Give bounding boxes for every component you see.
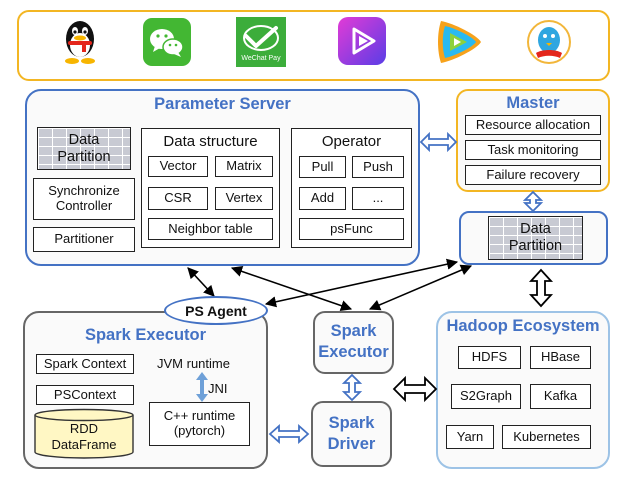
op-add: Add <box>299 187 346 210</box>
ps-data-partition: Data Partition <box>37 127 131 170</box>
wechat-pay-icon: WeChat Pay <box>236 17 286 67</box>
ds-csr: CSR <box>148 187 208 210</box>
wechat-icon <box>143 18 191 66</box>
hbase-box: HBase <box>530 346 591 369</box>
synchronize-controller-box: Synchronize Controller <box>33 178 135 220</box>
rdd-label: RDD <box>69 421 99 436</box>
failure-recovery-box: Failure recovery <box>465 165 601 185</box>
rdd-dataframe-cylinder <box>34 408 134 459</box>
executor-driver-arrow <box>341 373 363 402</box>
spark-executor-mid-line2: Executor <box>318 342 389 361</box>
cpp-runtime-line1: C++ runtime <box>163 408 236 424</box>
cpp-runtime-box: C++ runtime (pytorch) <box>149 402 250 446</box>
ps-master-arrow <box>419 131 458 153</box>
op-psfunc: psFunc <box>299 218 404 240</box>
wechat-pay-label: WeChat Pay <box>241 55 281 62</box>
right-data-partition-line2: Partition <box>508 238 563 254</box>
jni-arrow-head-top <box>196 372 208 380</box>
spark-executor-mid-region <box>313 311 394 374</box>
spark-driver-region <box>311 401 392 467</box>
ps-data-partition-line2: Partition <box>57 148 111 165</box>
task-monitoring-box: Task monitoring <box>465 140 601 160</box>
op-ellipsis: ... <box>352 187 404 210</box>
cpp-runtime-line2: (pytorch) <box>173 423 226 438</box>
qq-penguin-icon <box>65 21 95 64</box>
right-data-partition: Data Partition <box>488 216 583 260</box>
conn-ps-psagent <box>187 267 215 297</box>
conn-datapartition-psagent <box>264 258 459 308</box>
ps-agent-label: PS Agent <box>185 302 247 319</box>
op-push: Push <box>352 156 404 178</box>
ds-matrix: Matrix <box>215 156 273 177</box>
qq-bird-icon <box>527 20 571 64</box>
ps-data-partition-line1: Data <box>68 131 100 148</box>
executor-hadoop-arrow <box>392 375 438 403</box>
spark-executor-mid-line1: Spark <box>330 322 377 340</box>
parameter-server-title: Parameter Server <box>154 95 291 113</box>
ds-vector: Vector <box>148 156 208 177</box>
jni-arrow-head-bottom <box>196 394 208 402</box>
synchronize-controller-line2: Controller <box>55 198 113 213</box>
spark-executor-mid-label: Spark Executor <box>313 321 394 362</box>
master-title: Master <box>506 94 560 112</box>
driver-executor-left-arrow <box>268 423 310 445</box>
ds-neighbor-table: Neighbor table <box>148 218 273 240</box>
jni-label: JNI <box>208 381 228 396</box>
resource-allocation-box: Resource allocation <box>465 115 601 135</box>
tencent-video-icon <box>438 21 481 63</box>
spark-driver-label: Spark Driver <box>311 413 392 454</box>
yarn-box: Yarn <box>446 425 494 449</box>
ps-agent: PS Agent <box>164 296 268 325</box>
s2graph-box: S2Graph <box>451 384 521 409</box>
spark-driver-line1: Spark <box>328 414 375 432</box>
conn-datapartition-sparkexec <box>368 264 473 311</box>
datapartition-hadoop-arrow <box>528 268 554 308</box>
spark-context-box: Spark Context <box>36 354 134 374</box>
dataframe-label: DataFrame <box>51 436 117 452</box>
synchronize-controller-line1: Synchronize <box>48 183 120 199</box>
kafka-box: Kafka <box>530 384 591 409</box>
operator-title: Operator <box>321 133 382 150</box>
apps-bar <box>17 10 610 81</box>
master-datapartition-arrow <box>522 190 544 213</box>
spark-executor-title: Spark Executor <box>84 326 207 344</box>
hdfs-box: HDFS <box>458 346 521 369</box>
ds-vertex: Vertex <box>215 187 273 210</box>
right-data-partition-line1: Data <box>520 221 551 238</box>
pscontext-box: PSContext <box>36 385 134 405</box>
partitioner-box: Partitioner <box>33 227 135 252</box>
hadoop-ecosystem-title: Hadoop Ecosystem <box>446 317 600 335</box>
jvm-runtime-label: JVM runtime <box>157 356 230 371</box>
op-pull: Pull <box>299 156 346 178</box>
data-structure-title: Data structure <box>163 133 258 150</box>
video-play-icon <box>338 17 386 65</box>
rdd-dataframe-label: RDD DataFrame <box>33 421 135 452</box>
spark-driver-line2: Driver <box>327 434 376 453</box>
kubernetes-box: Kubernetes <box>502 425 591 449</box>
